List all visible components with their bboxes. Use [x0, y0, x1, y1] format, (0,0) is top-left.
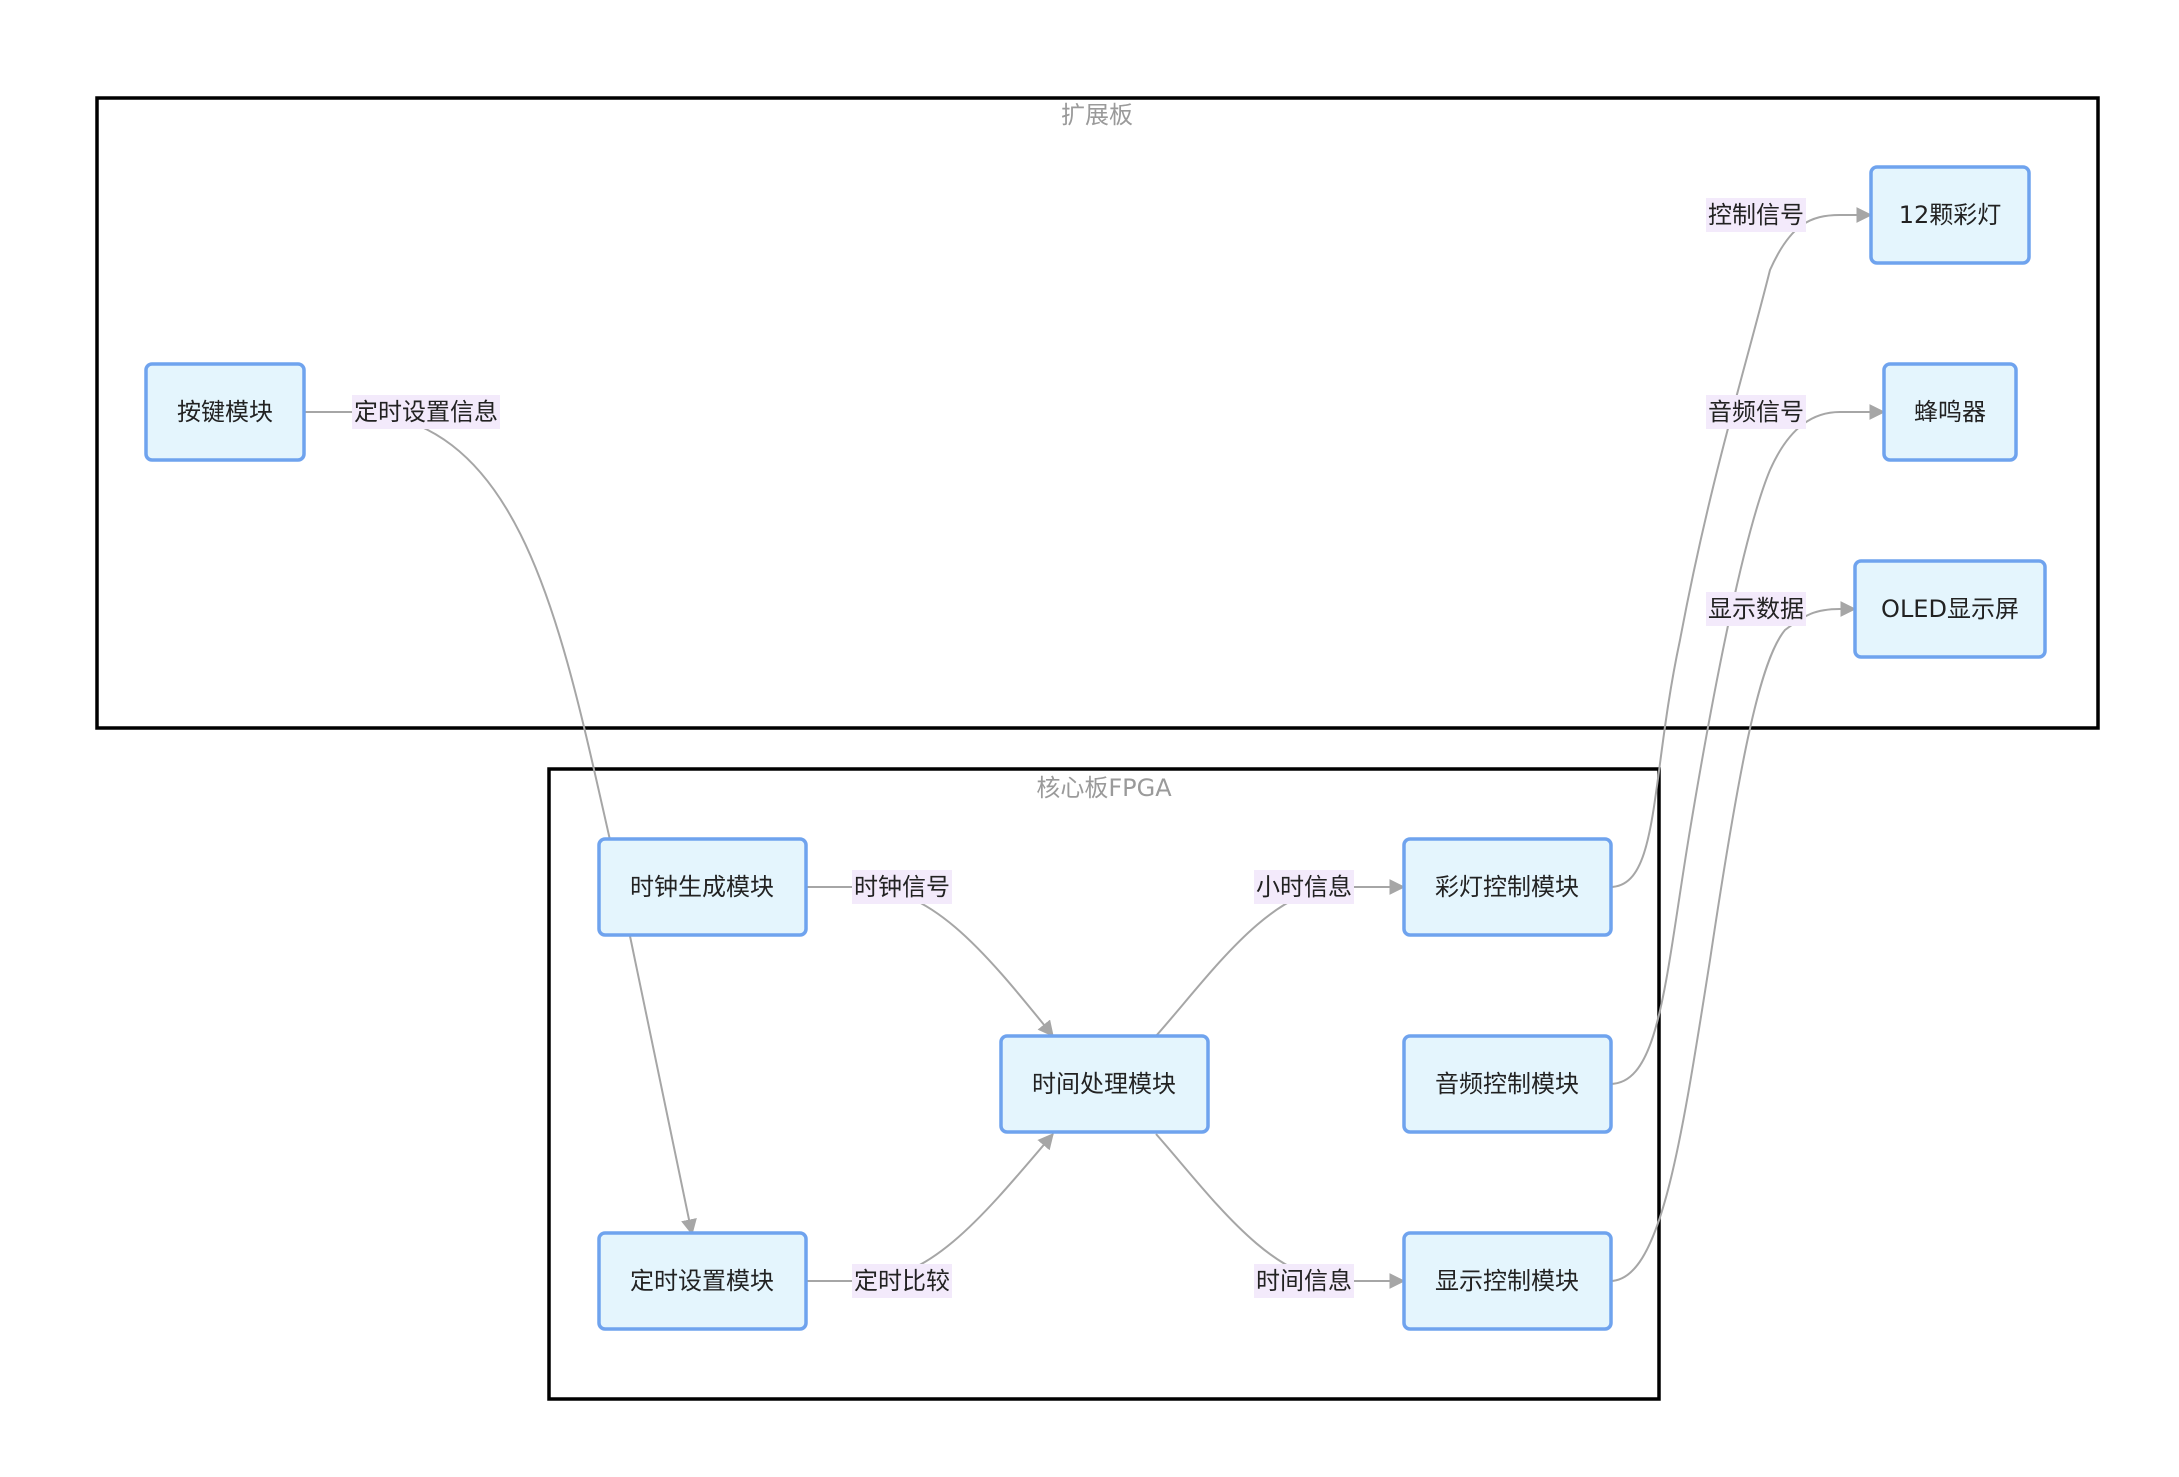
- node-audio-ctrl[interactable]: 音频控制模块: [1402, 1034, 1613, 1134]
- edge-ledctrl-to-led12: [1609, 207, 1873, 888]
- svg-text:定时设置信息: 定时设置信息: [354, 398, 498, 426]
- svg-text:定时设置模块: 定时设置模块: [630, 1267, 774, 1295]
- node-buzzer[interactable]: 蜂鸣器: [1882, 362, 2018, 462]
- svg-text:音频控制模块: 音频控制模块: [1435, 1070, 1579, 1098]
- svg-text:控制信号: 控制信号: [1708, 201, 1804, 229]
- edge-audioctrl-to-buzzer: [1609, 404, 1886, 1085]
- edge-label-display-to-oled: 显示数据: [1706, 592, 1806, 626]
- node-timer-set[interactable]: 定时设置模块: [597, 1231, 808, 1331]
- svg-text:显示数据: 显示数据: [1708, 595, 1804, 623]
- svg-text:彩灯控制模块: 彩灯控制模块: [1435, 873, 1579, 901]
- svg-text:小时信息: 小时信息: [1256, 873, 1352, 901]
- svg-text:定时比较: 定时比较: [854, 1267, 950, 1295]
- node-key-module[interactable]: 按键模块: [144, 362, 306, 462]
- cluster-expansion-board-label: 扩展板: [1061, 101, 1133, 129]
- svg-text:蜂鸣器: 蜂鸣器: [1914, 398, 1986, 426]
- edge-label-timer-to-proc: 定时比较: [852, 1264, 952, 1298]
- svg-text:OLED显示屏: OLED显示屏: [1881, 595, 2019, 623]
- edge-label-proc-to-display: 时间信息: [1254, 1264, 1354, 1298]
- svg-text:按键模块: 按键模块: [177, 398, 273, 426]
- edge-labels: 定时设置信息 时钟信号 定时比较 小时信息 时间信息 控制信号 音频信号 显示: [352, 198, 1806, 1298]
- edge-label-key-to-timer: 定时设置信息: [352, 395, 500, 429]
- svg-text:显示控制模块: 显示控制模块: [1435, 1267, 1579, 1295]
- edge-label-clock-to-proc: 时钟信号: [852, 870, 952, 904]
- node-display-ctrl[interactable]: 显示控制模块: [1402, 1231, 1613, 1331]
- svg-text:12颗彩灯: 12颗彩灯: [1899, 201, 2002, 229]
- node-oled[interactable]: OLED显示屏: [1853, 559, 2047, 659]
- svg-text:时钟生成模块: 时钟生成模块: [630, 873, 774, 901]
- edge-label-ledctrl-to-led: 控制信号: [1706, 198, 1806, 232]
- cluster-core-board-label: 核心板FPGA: [1036, 774, 1172, 802]
- edge-label-proc-to-led: 小时信息: [1254, 870, 1354, 904]
- edge-label-audio-to-buzzer: 音频信号: [1706, 395, 1806, 429]
- node-led12[interactable]: 12颗彩灯: [1869, 165, 2031, 265]
- svg-text:音频信号: 音频信号: [1708, 398, 1804, 426]
- node-clock-gen[interactable]: 时钟生成模块: [597, 837, 808, 937]
- node-time-proc[interactable]: 时间处理模块: [999, 1034, 1210, 1134]
- svg-text:时间信息: 时间信息: [1256, 1267, 1352, 1295]
- node-led-ctrl[interactable]: 彩灯控制模块: [1402, 837, 1613, 937]
- svg-text:时钟信号: 时钟信号: [854, 873, 950, 901]
- nodes: 按键模块 12颗彩灯 蜂鸣器 OLED显示屏 时钟生成模块 定时设置模块 时间处…: [144, 165, 2047, 1331]
- svg-text:时间处理模块: 时间处理模块: [1032, 1070, 1176, 1098]
